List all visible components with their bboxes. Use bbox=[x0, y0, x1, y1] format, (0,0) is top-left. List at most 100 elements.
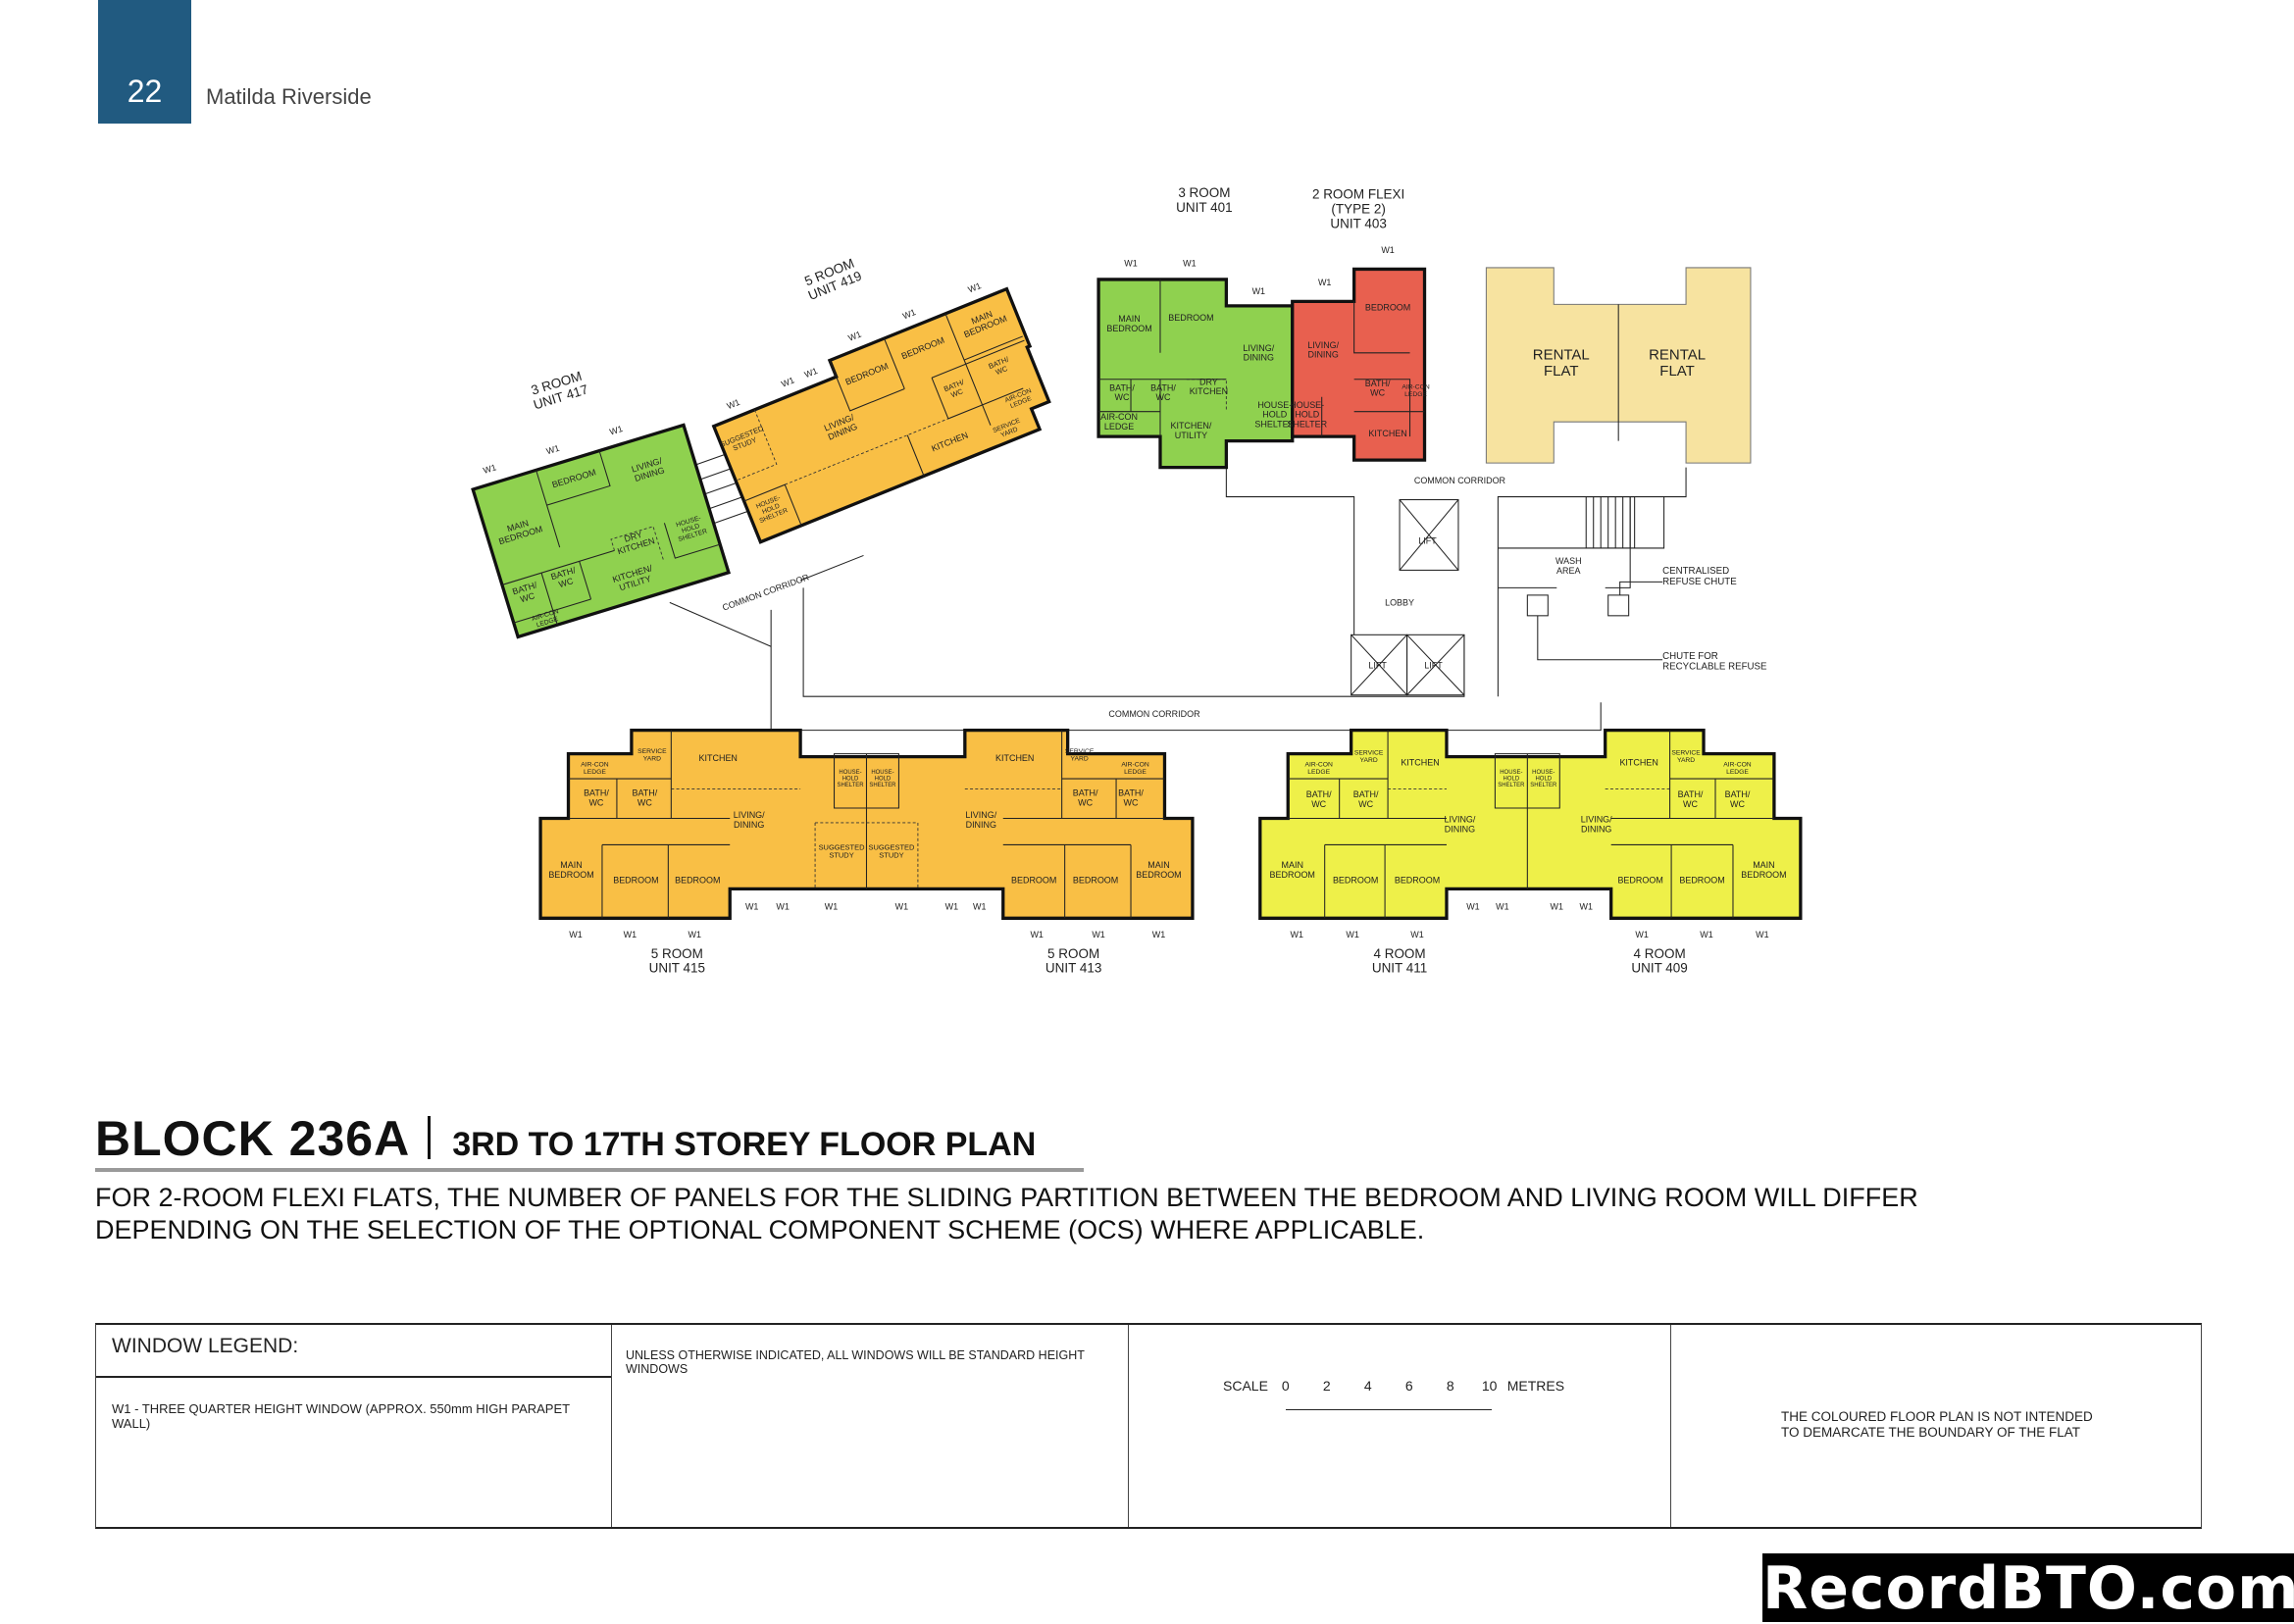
lift-label: LIFT bbox=[1418, 535, 1437, 545]
window-w1-label: W1 bbox=[1496, 901, 1508, 911]
label-line: HOUSE- bbox=[871, 770, 893, 776]
top-window-labels: W1 W1 W1 W1 W1 bbox=[1124, 245, 1395, 296]
label-line: BATH/ bbox=[584, 788, 609, 798]
scale-tick: 0 bbox=[1281, 1378, 1290, 1394]
label-line: SERVICE bbox=[1354, 749, 1384, 756]
label-line: WC bbox=[588, 797, 603, 807]
room-living-dining: LIVING/DINING bbox=[965, 810, 996, 830]
lift-label: LIFT bbox=[1368, 661, 1387, 671]
label-line: MAIN bbox=[1118, 314, 1140, 324]
window-w1-label: W1 bbox=[1580, 901, 1593, 911]
label-line: SHELTER bbox=[1254, 420, 1295, 430]
window-w1-label: W1 bbox=[1381, 245, 1394, 255]
window-w1-label: W1 bbox=[1551, 901, 1563, 911]
scale-bar: SCALE 0 2 4 6 8 10 METRES bbox=[1223, 1378, 1564, 1417]
label-line: BEDROOM bbox=[1270, 870, 1315, 880]
label-line: 5 ROOM bbox=[1047, 946, 1099, 961]
label-line: AREA bbox=[1556, 566, 1580, 576]
label-line: WASH bbox=[1555, 556, 1582, 566]
label-line: WC bbox=[994, 364, 1009, 377]
room-bath-wc: BATH/WC bbox=[1109, 382, 1135, 402]
label-line: RENTAL bbox=[1533, 347, 1590, 364]
refuse-chute bbox=[1607, 594, 1630, 617]
label-line: MAIN bbox=[1282, 860, 1303, 870]
label-line: LEDGE bbox=[1726, 769, 1749, 776]
room-bath-wc: BATH/WC bbox=[1353, 789, 1379, 809]
lobby-label: LOBBY bbox=[1385, 597, 1414, 607]
common-corridor-label: COMMON CORRIDOR bbox=[721, 572, 810, 612]
lift-shaft bbox=[1399, 499, 1459, 571]
label-line: YARD bbox=[1360, 757, 1378, 764]
label-line: BATH/ bbox=[1150, 382, 1176, 392]
label-line: DINING bbox=[1445, 824, 1475, 834]
room-living-dining: LIVING/DINING bbox=[1307, 340, 1339, 360]
room-kitchen: KITCHEN bbox=[1368, 429, 1406, 438]
label-line: UNIT 411 bbox=[1372, 961, 1427, 976]
label-line: BATH/ bbox=[633, 788, 658, 798]
label-line: DINING bbox=[966, 820, 996, 830]
scale-tick: 8 bbox=[1446, 1378, 1454, 1394]
scale-line bbox=[1285, 1409, 1492, 1410]
window-w1-label: W1 bbox=[745, 901, 758, 911]
window-w1-label: W1 bbox=[1700, 930, 1712, 939]
window-w1-label: W1 bbox=[1252, 286, 1265, 296]
label-line: BEDROOM bbox=[1679, 875, 1724, 885]
label-line: (TYPE 2) bbox=[1331, 202, 1385, 217]
label-line: BEDROOM bbox=[1168, 313, 1213, 323]
label-line: 4 ROOM bbox=[1634, 946, 1686, 961]
bottom-window-labels: W1 W1 W1 W1 W1 W1 W1 W1 W1 W1 W1 W1 W1 W… bbox=[569, 901, 1768, 939]
label-line: SHELTER bbox=[869, 783, 896, 788]
label-line: HOUSE- bbox=[1532, 770, 1555, 776]
window-w1-label: W1 bbox=[780, 375, 795, 388]
label-line: 2 ROOM FLEXI bbox=[1312, 187, 1404, 202]
window-w1-label: W1 bbox=[1410, 930, 1423, 939]
label-line: WC bbox=[1311, 799, 1326, 809]
label-line: AIR-CON bbox=[1100, 412, 1138, 422]
room-kitchen: KITCHEN bbox=[1619, 758, 1657, 768]
label-line: SUGGESTED bbox=[819, 842, 866, 851]
label-line: WC bbox=[1730, 799, 1745, 809]
label-line: HOLD bbox=[1262, 410, 1287, 420]
scale-tick: 2 bbox=[1322, 1378, 1331, 1394]
label-line: 5 ROOM bbox=[651, 946, 703, 961]
window-legend-title: WINDOW LEGEND: bbox=[96, 1325, 611, 1378]
label-line: LEDGE bbox=[1307, 769, 1330, 776]
label-line: LIVING/ bbox=[1445, 815, 1476, 825]
stair-417-419 bbox=[669, 452, 864, 647]
room-bath-wc: BATH/WC bbox=[1150, 382, 1176, 402]
label-line: SHELTER bbox=[1530, 783, 1557, 788]
label-line: YARD bbox=[1677, 757, 1695, 764]
window-w1-label: W1 bbox=[1183, 258, 1196, 268]
label-line: SHELTER bbox=[1498, 783, 1525, 788]
label-line: AIR-CON bbox=[1402, 384, 1430, 391]
label-line: LIVING/ bbox=[965, 810, 996, 820]
label-line: DINING bbox=[1244, 353, 1274, 363]
label-line: WC bbox=[637, 797, 652, 807]
standard-windows-cell: UNLESS OTHERWISE INDICATED, ALL WINDOWS … bbox=[612, 1325, 1129, 1527]
room-bedroom: BEDROOM bbox=[1395, 875, 1440, 885]
room-bath-wc: BATH/WC bbox=[1306, 789, 1332, 809]
label-line: LEDGE bbox=[1124, 769, 1147, 776]
label-line: SHELTER bbox=[837, 783, 864, 788]
label-line: MAIN bbox=[1147, 860, 1169, 870]
label-line: MAIN bbox=[560, 860, 582, 870]
window-w1-label: W1 bbox=[569, 930, 582, 939]
window-w1-label: W1 bbox=[608, 424, 624, 436]
label-line: UNIT 413 bbox=[1045, 961, 1101, 976]
label-line: RECYCLABLE REFUSE bbox=[1662, 662, 1767, 673]
